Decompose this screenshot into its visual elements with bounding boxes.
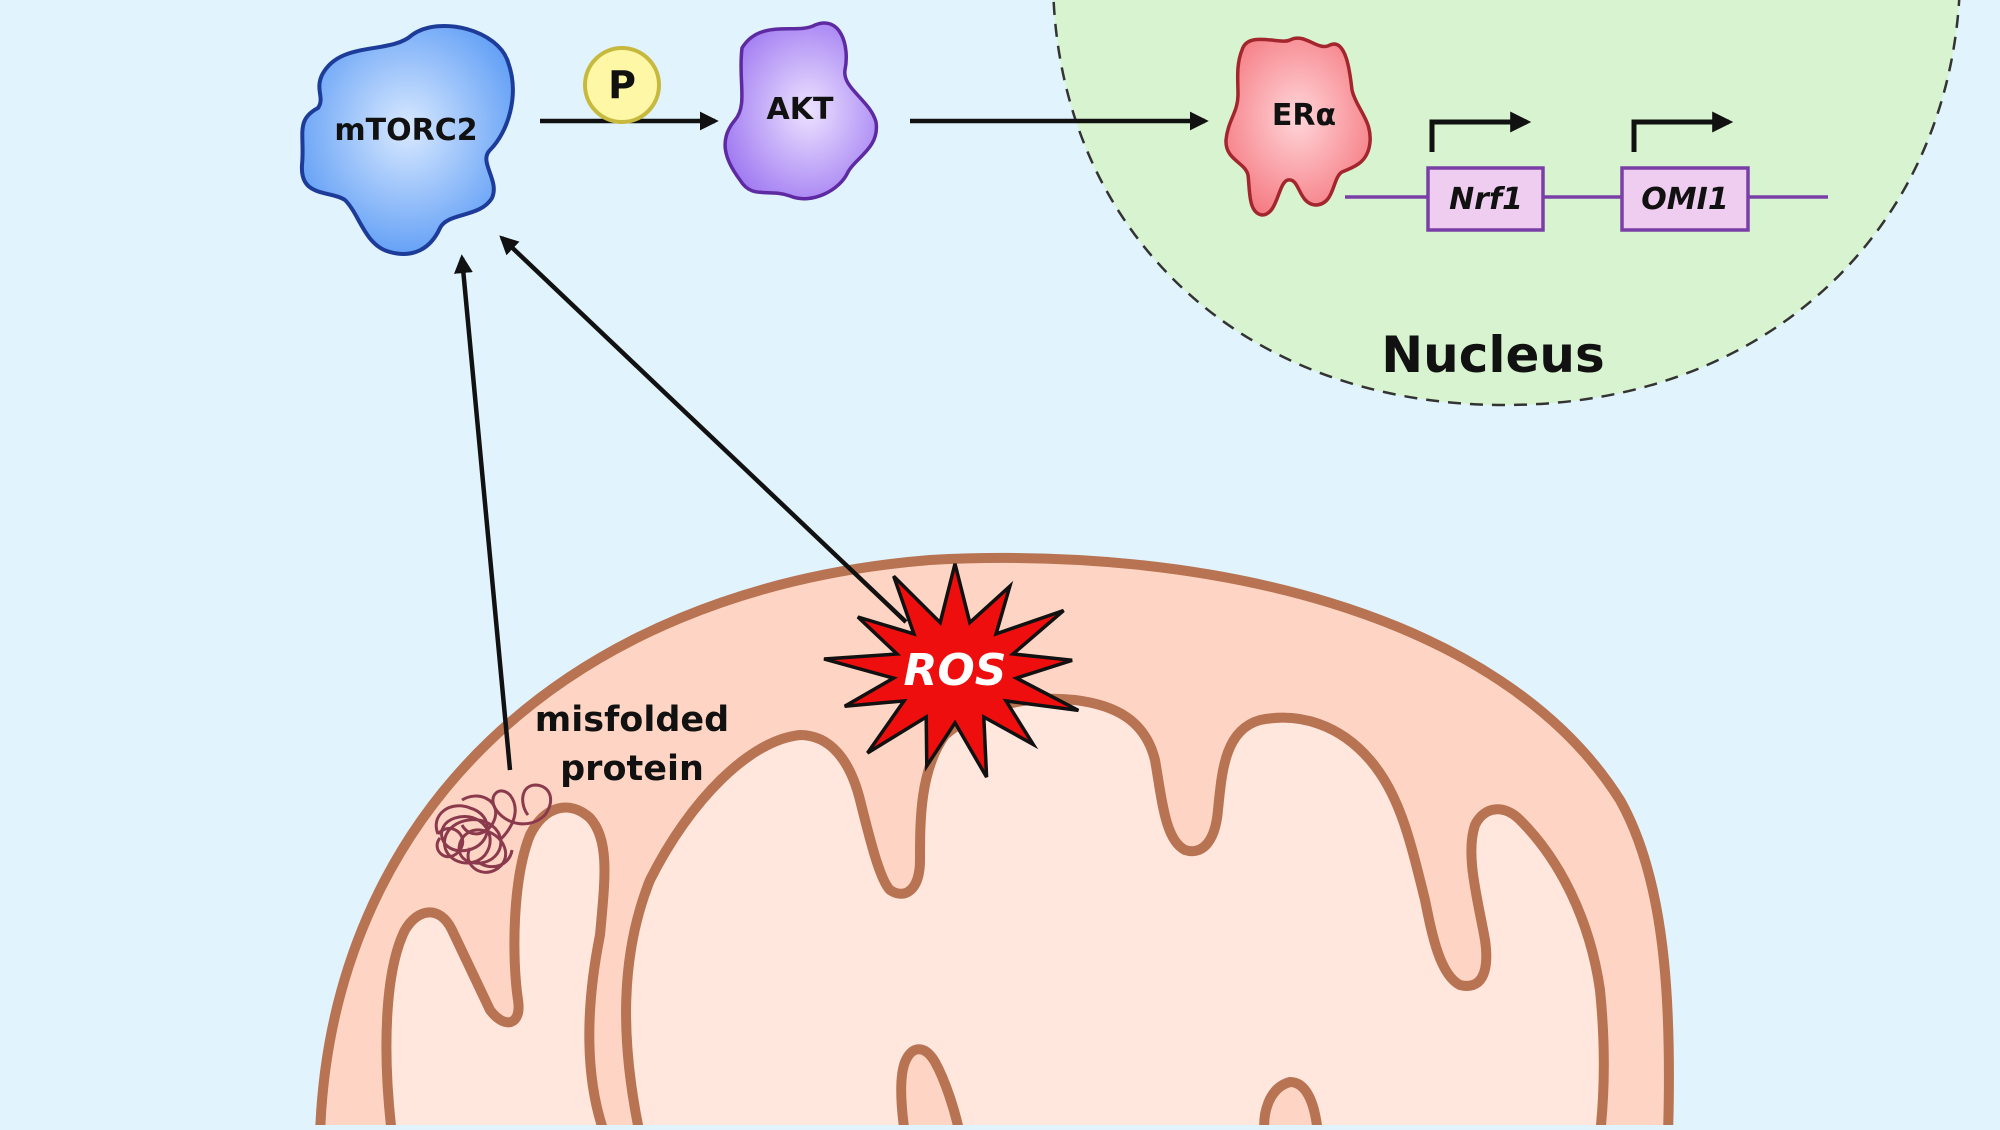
akt-protein: AKT [723, 21, 879, 201]
gene-nrf1: Nrf1 [1426, 166, 1545, 232]
gene-omi1: OMI1 [1620, 166, 1750, 232]
misfolded-label-line1: misfolded [535, 700, 729, 740]
arrow-misfolded-to-mtorc2 [454, 254, 513, 771]
mitochondrion-inner-membrane [381, 693, 1609, 1130]
nucleus-label: Nucleus [1381, 326, 1605, 384]
er-alpha-protein: ERα [1224, 36, 1372, 217]
ros-burst: ROS [823, 563, 1080, 778]
mitochondrion [315, 552, 1674, 1130]
gene-box [1622, 168, 1748, 230]
misfolded-protein-label: misfolded protein [535, 700, 729, 789]
ros-label: ROS [904, 645, 1007, 696]
er-alpha-label: ERα [1272, 98, 1336, 133]
arrow-ros-to-mtorc2 [499, 235, 908, 624]
misfolded-label-line2: protein [560, 749, 704, 789]
mtorc2-label: mTORC2 [334, 113, 477, 148]
gene-label: Nrf1 [1449, 182, 1523, 217]
promoter-arrow-icon [1631, 111, 1734, 152]
akt-label: AKT [767, 92, 834, 127]
promoter-arrow-icon [1429, 111, 1532, 152]
phosphate-label: P [608, 63, 636, 107]
ros-star-icon [823, 563, 1080, 778]
gene-label: OMI1 [1641, 182, 1728, 217]
gene-box [1428, 168, 1543, 230]
mtorc2-protein: mTORC2 [299, 24, 515, 256]
phosphate-badge: P [583, 46, 661, 124]
misfolded-protein-icon [434, 783, 553, 874]
